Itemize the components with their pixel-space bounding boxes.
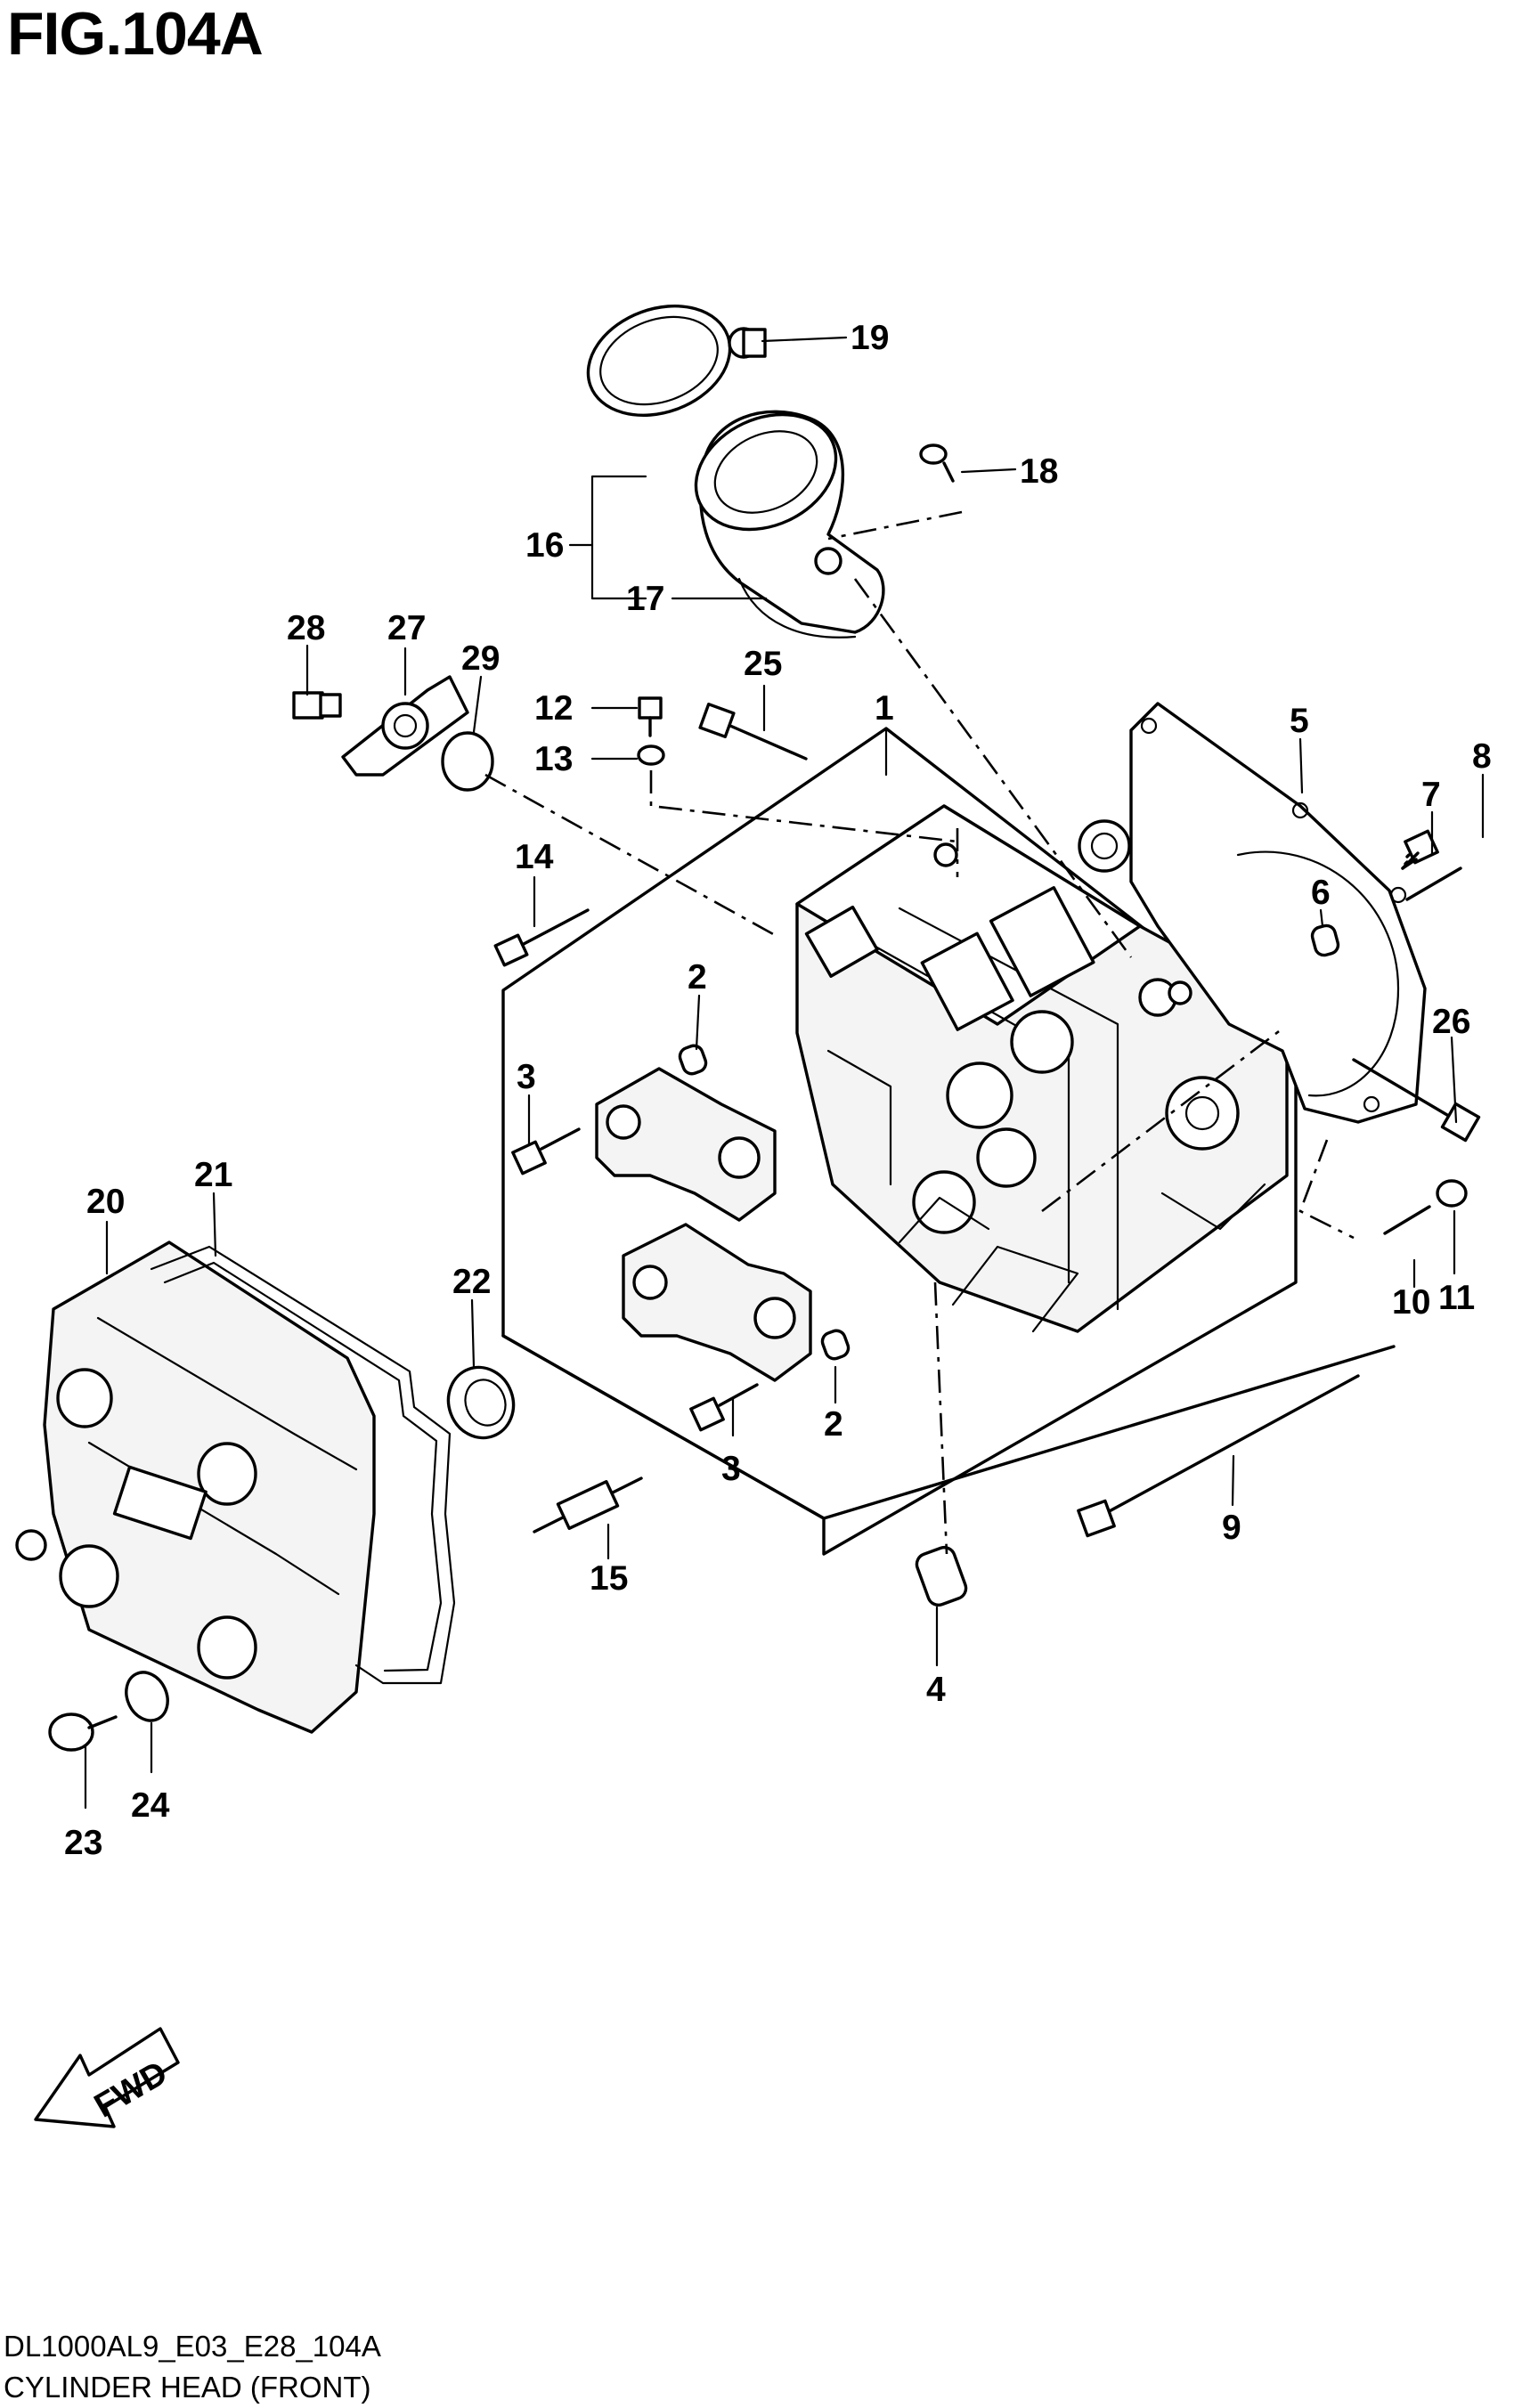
- callout-27: 27: [387, 609, 426, 647]
- o-ring: [441, 731, 494, 792]
- callout-9: 9: [1222, 1509, 1241, 1547]
- callout-15: 15: [590, 1559, 628, 1598]
- oil-seal: [446, 1365, 516, 1440]
- figure-footer: DL1000AL9_E03_E28_104A CYLINDER HEAD (FR…: [4, 2326, 381, 2408]
- spark-plug: [533, 1477, 643, 1533]
- callout-3-upper: 3: [517, 1058, 536, 1096]
- callout-12: 12: [534, 689, 573, 728]
- figure-caption: CYLINDER HEAD (FRONT): [4, 2371, 371, 2404]
- callout-5: 5: [1290, 702, 1309, 740]
- callout-7: 7: [1421, 776, 1441, 814]
- callout-4: 4: [926, 1671, 946, 1709]
- bolt-10: [1383, 1205, 1431, 1235]
- callout-26: 26: [1432, 1003, 1470, 1041]
- callout-25: 25: [744, 645, 782, 683]
- bolt-7: [1401, 829, 1462, 901]
- dowel-2a: [678, 1044, 708, 1076]
- nut-11: [1436, 1179, 1468, 1208]
- callout-13: 13: [534, 740, 573, 778]
- cylinder-head: [795, 804, 1289, 1333]
- bolt-23: [48, 1712, 118, 1752]
- fwd-arrow: FWD: [34, 2027, 180, 2128]
- callout-28: 28: [287, 609, 325, 647]
- callout-29: 29: [461, 639, 500, 678]
- cylinder-head-cover: [15, 1241, 376, 1734]
- dowel-2b: [820, 1329, 851, 1361]
- callout-21: 21: [194, 1156, 232, 1194]
- intake-pipe: [586, 305, 885, 639]
- callout-24: 24: [131, 1786, 170, 1825]
- plug-4: [915, 1545, 968, 1607]
- bolt-25: [698, 703, 808, 761]
- cam-holder-lower: [622, 1223, 812, 1382]
- washer-24: [125, 1671, 169, 1722]
- callout-22: 22: [452, 1263, 491, 1301]
- stud-9: [1077, 1374, 1360, 1538]
- callout-11: 11: [1438, 1279, 1475, 1317]
- intake-clamp: [728, 327, 767, 359]
- figure-title: FIG.104A: [7, 0, 264, 68]
- alignment-lines: [484, 510, 1355, 1555]
- assembly-outline-lower: [501, 1334, 1396, 1520]
- callout-1: 1: [875, 689, 894, 728]
- callout-8: 8: [1472, 737, 1492, 776]
- callout-16: 16: [525, 526, 564, 565]
- callout-17: 17: [626, 580, 664, 618]
- bolt-12: [638, 696, 663, 737]
- callout-20: 20: [86, 1183, 125, 1221]
- cylinder-head-gasket: [1129, 702, 1427, 1124]
- cam-holder-upper: [595, 1067, 777, 1222]
- callout-6: 6: [1311, 874, 1331, 912]
- callout-2-upper: 2: [688, 958, 707, 997]
- callout-14: 14: [515, 838, 554, 876]
- callout-2-lower: 2: [824, 1405, 843, 1444]
- bolt-3b: [689, 1383, 759, 1432]
- figure-code: DL1000AL9_E03_E28_104A: [4, 2330, 381, 2363]
- callout-23: 23: [64, 1824, 102, 1862]
- bolt-3a: [511, 1127, 581, 1176]
- callout-10: 10: [1392, 1283, 1430, 1322]
- cover-gasket-inner: [163, 1261, 443, 1672]
- callout-numbers: 1 2 2 3 3 4 5 6 7 8 9 10 11 12 13 14 15 …: [64, 319, 1492, 1862]
- cover-cap: [341, 675, 469, 777]
- cover-gasket: [150, 1245, 456, 1685]
- callout-18: 18: [1020, 452, 1058, 491]
- screw-18: [919, 443, 955, 483]
- callout-3-lower: 3: [721, 1450, 741, 1488]
- callout-19: 19: [851, 319, 889, 357]
- dowel-6: [1310, 923, 1340, 957]
- bolt-26: [1352, 1058, 1481, 1143]
- washer-13: [637, 744, 665, 766]
- bolt-14: [493, 908, 590, 967]
- leader-lines: [84, 336, 1485, 1810]
- cap-bolt: [292, 691, 342, 720]
